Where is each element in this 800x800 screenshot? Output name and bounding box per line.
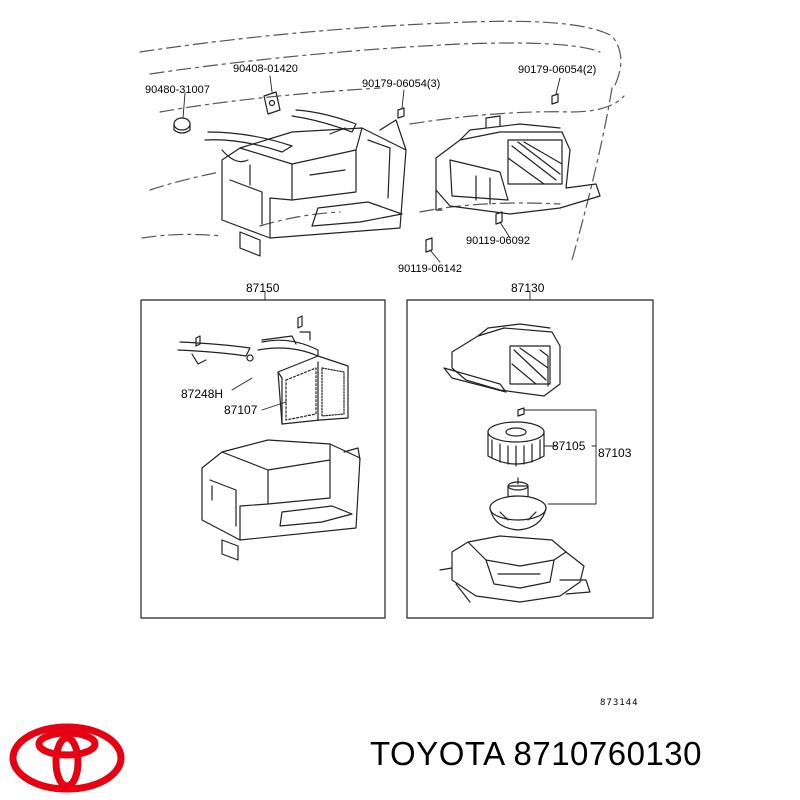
leader-lines-top xyxy=(182,75,561,263)
blower-upper-case xyxy=(443,323,561,397)
heater-case xyxy=(201,439,361,561)
grommet-90480-31007 xyxy=(173,117,191,134)
heater-pipes-87248h xyxy=(177,331,319,365)
panel-title-87150: 87150 xyxy=(246,281,280,295)
footer-caption: TOYOTA 8710760130 xyxy=(370,734,702,774)
callout-87248h: 87248H xyxy=(181,387,224,401)
toyota-logo-icon xyxy=(9,723,125,793)
blower-motor xyxy=(489,477,547,531)
blower-unit-assembly xyxy=(435,115,601,215)
clip-90408-01420 xyxy=(263,91,281,115)
callout-87105: 87105 xyxy=(552,439,586,453)
diagram-reference-code: 873144 xyxy=(600,698,639,708)
blower-lower-case xyxy=(439,535,591,603)
panel-title-87130: 87130 xyxy=(511,281,545,295)
callout-90119-06092: 90119-06092 xyxy=(466,235,531,247)
screw-90179-3 xyxy=(397,107,405,119)
callout-87107: 87107 xyxy=(224,403,258,417)
screw-90119-06092 xyxy=(495,211,503,225)
panel-87150-frame xyxy=(140,299,386,619)
blower-fan-87105 xyxy=(487,421,545,467)
screw-90119-06142 xyxy=(425,237,433,253)
callout-90480-31007: 90480-31007 xyxy=(145,84,210,96)
callout-87103: 87103 xyxy=(598,446,632,460)
exploded-parts-diagram xyxy=(139,20,654,619)
callout-90179-06054-2: 90179-06054(2) xyxy=(518,64,597,76)
callout-90179-06054-3: 90179-06054(3) xyxy=(362,78,441,90)
heater-unit-assembly xyxy=(204,109,407,257)
part-number: 8710760130 xyxy=(513,735,703,772)
dashboard-outline xyxy=(139,20,625,261)
brand-name: TOYOTA xyxy=(370,735,504,772)
callout-90408-01420: 90408-01420 xyxy=(233,63,298,75)
heater-core-87107 xyxy=(277,355,349,425)
screw-90179-2 xyxy=(551,93,559,105)
callout-90119-06142: 90119-06142 xyxy=(398,263,463,275)
